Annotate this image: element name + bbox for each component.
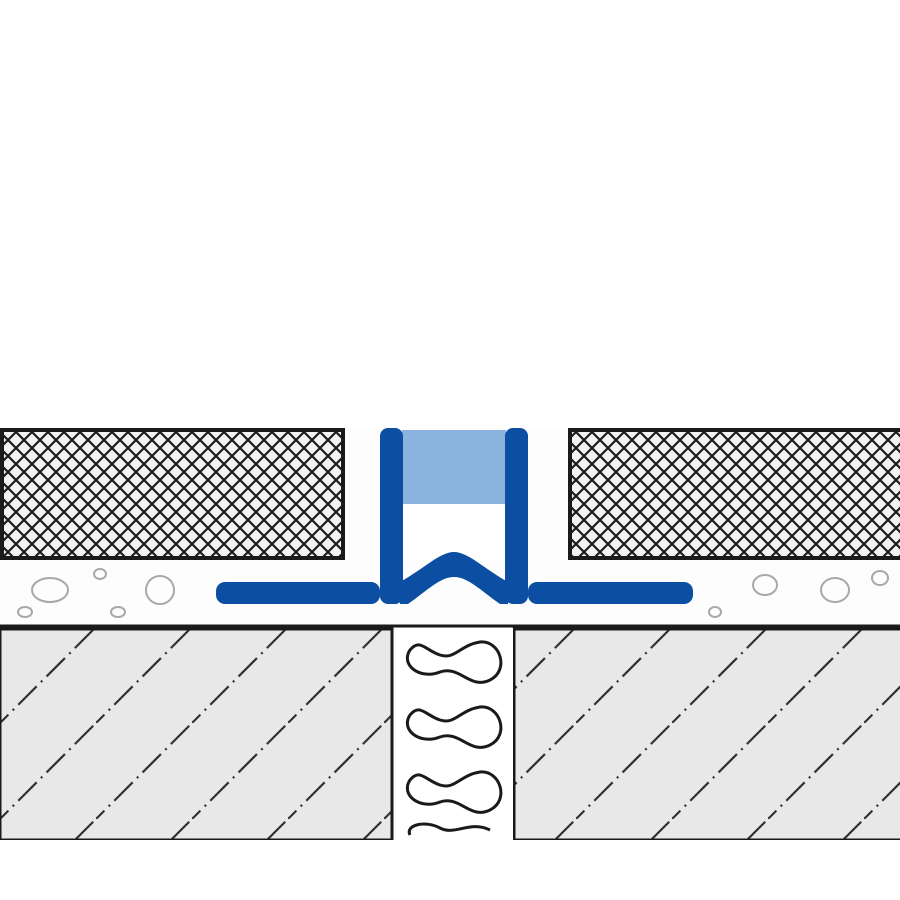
tile-left [0,428,345,560]
substrate-right [512,627,900,842]
foam-backer [394,628,513,840]
substrate-left [0,627,394,842]
tile-right [568,428,900,560]
joint-profile [216,428,693,604]
profile-insert [402,430,506,504]
